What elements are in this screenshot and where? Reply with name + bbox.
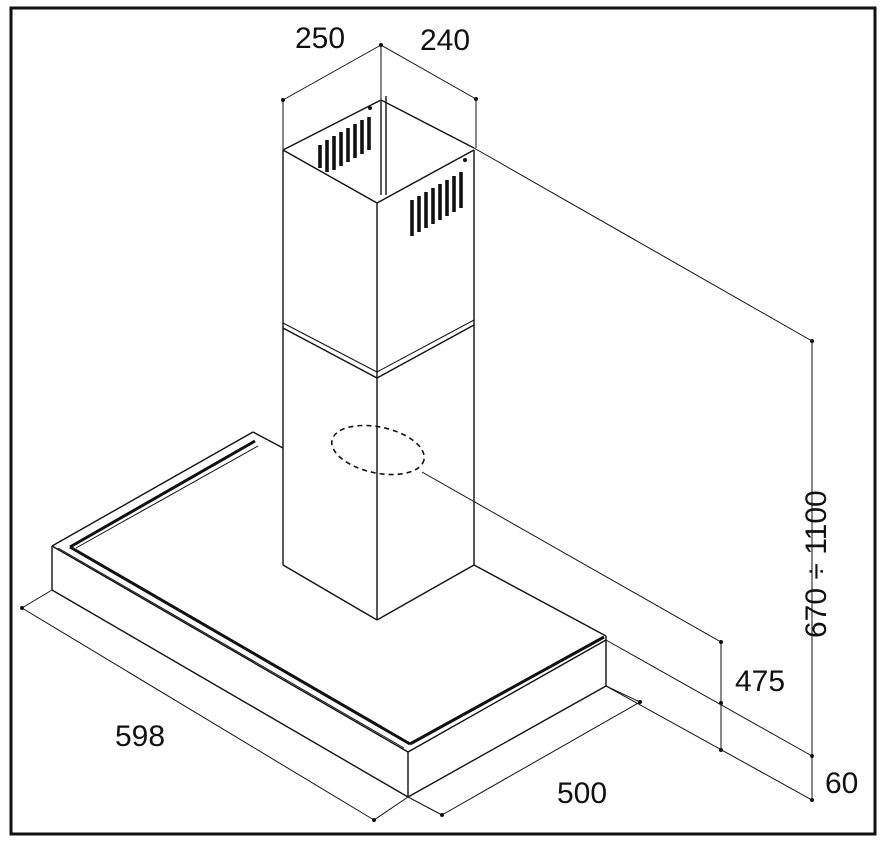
dim-total-height: 670 ÷ 1100 bbox=[800, 490, 833, 638]
dimension-lines bbox=[20, 43, 814, 822]
dim-chimney-width: 250 bbox=[295, 22, 345, 55]
vent-slots-right bbox=[368, 106, 467, 236]
dim-canopy-depth: 500 bbox=[557, 777, 607, 810]
dim-chimney-offset: 475 bbox=[735, 665, 785, 698]
chimney-upper bbox=[282, 96, 475, 379]
drawing-frame bbox=[9, 6, 877, 836]
dim-chimney-depth: 240 bbox=[420, 24, 470, 57]
outlet-ellipse bbox=[330, 424, 426, 476]
dim-canopy-height: 60 bbox=[825, 767, 858, 800]
dim-canopy-width: 598 bbox=[115, 720, 165, 753]
chimney-lower bbox=[282, 325, 475, 621]
vent-slots-left bbox=[318, 117, 371, 172]
canopy bbox=[51, 431, 607, 798]
